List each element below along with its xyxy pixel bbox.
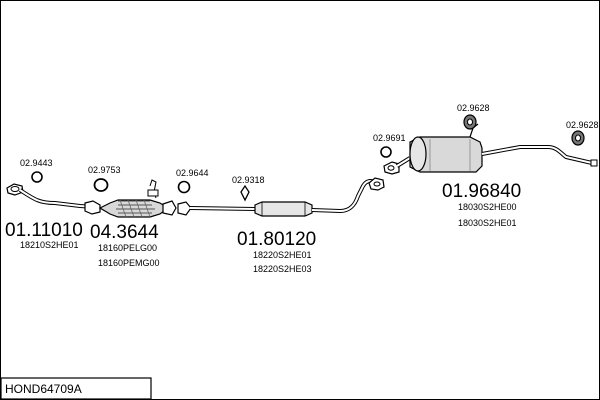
oem-number: 18030S2HE01 bbox=[458, 218, 517, 228]
oem-number: 18220S2HE03 bbox=[253, 264, 312, 274]
ring-gasket-icon bbox=[93, 178, 109, 192]
diagram-code-label: HOND64709A bbox=[5, 382, 82, 396]
accessory-label: 02.9753 bbox=[88, 165, 121, 175]
rear-silencer-part bbox=[383, 123, 598, 175]
accessory-label: 02.9644 bbox=[176, 168, 209, 178]
ring-gasket-icon bbox=[177, 180, 191, 194]
footer-label-box bbox=[0, 377, 152, 400]
ring-gasket-icon bbox=[31, 171, 43, 183]
accessory-label: 02.9443 bbox=[20, 158, 53, 168]
hanger-clip-icon bbox=[240, 184, 250, 202]
oem-number: 18160PELG00 bbox=[98, 243, 157, 253]
ring-gasket-icon bbox=[380, 146, 392, 158]
catalyst-part bbox=[98, 179, 177, 218]
accessory-label: 02.9318 bbox=[232, 175, 265, 185]
oem-number: 18160PEMG00 bbox=[98, 258, 160, 268]
part-reference: 01.11010 bbox=[5, 220, 83, 241]
center-silencer-part bbox=[177, 177, 385, 217]
accessory-label: 02.9628 bbox=[566, 120, 599, 130]
part-reference: 01.96840 bbox=[442, 181, 521, 202]
oem-number: 18030S2HE00 bbox=[458, 202, 517, 212]
oem-number: 18220S2HE01 bbox=[253, 250, 312, 260]
oem-number: 18210S2HE01 bbox=[20, 240, 79, 250]
part-reference: 04.3644 bbox=[90, 222, 159, 243]
front-pipe-part bbox=[6, 183, 101, 215]
part-reference: 01.80120 bbox=[237, 229, 316, 250]
rubber-mount-icon bbox=[463, 114, 477, 130]
accessory-label: 02.9691 bbox=[373, 133, 406, 143]
accessory-label: 02.9628 bbox=[457, 103, 490, 113]
rubber-mount-icon bbox=[571, 130, 585, 146]
